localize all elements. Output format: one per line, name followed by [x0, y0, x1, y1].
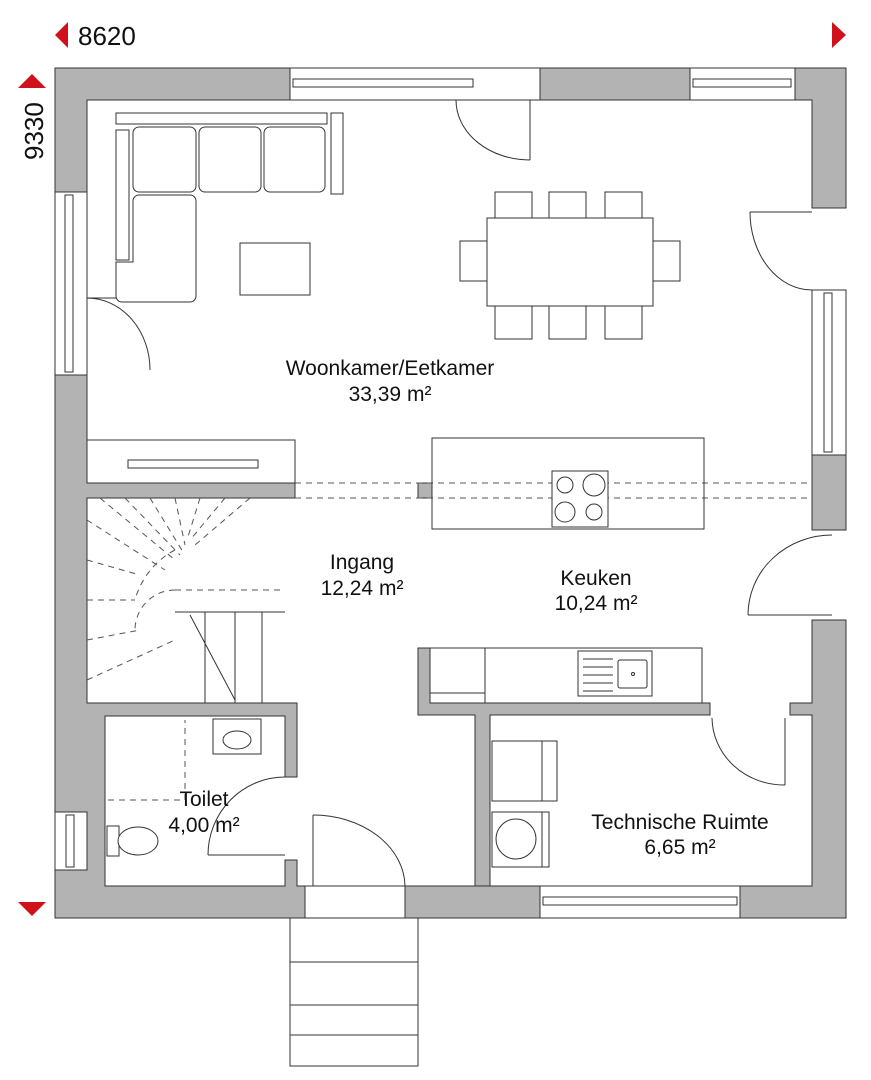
room-name-ingang: Ingang [330, 551, 394, 574]
room-area-technische-ruimte: 6,65 m² [644, 836, 715, 859]
toilet-fixtures [106, 718, 262, 857]
depth-arrow-top-icon [18, 74, 46, 88]
room-name-technische-ruimte: Technische Ruimte [591, 811, 768, 834]
room-area-toilet: 4,00 m² [168, 814, 239, 837]
appliances [491, 740, 558, 868]
sofa [115, 112, 344, 303]
kitchen-island [431, 437, 705, 530]
room-area-keuken: 10,24 m² [555, 592, 638, 615]
width-arrow-left-icon [55, 22, 68, 48]
cabinet-shelf [127, 459, 259, 469]
depth-arrow-bottom-icon [18, 902, 46, 916]
staircase [86, 497, 285, 703]
room-area-woonkamer: 33,39 m² [349, 383, 432, 406]
doors [86, 99, 833, 887]
depth-dimension: 9330 [19, 102, 49, 160]
coffee-table [239, 242, 311, 296]
kitchen-counter [429, 647, 703, 704]
width-dimension: 8620 [78, 21, 136, 51]
windows [54, 67, 847, 919]
dining-table [459, 191, 681, 340]
room-name-toilet: Toilet [179, 788, 228, 811]
room-area-ingang: 12,24 m² [321, 577, 404, 600]
room-name-keuken: Keuken [560, 567, 631, 590]
width-arrow-right-icon [832, 22, 846, 48]
entrance-steps [289, 917, 419, 1067]
room-name-woonkamer: Woonkamer/Eetkamer [286, 357, 495, 380]
walls [54, 67, 847, 919]
